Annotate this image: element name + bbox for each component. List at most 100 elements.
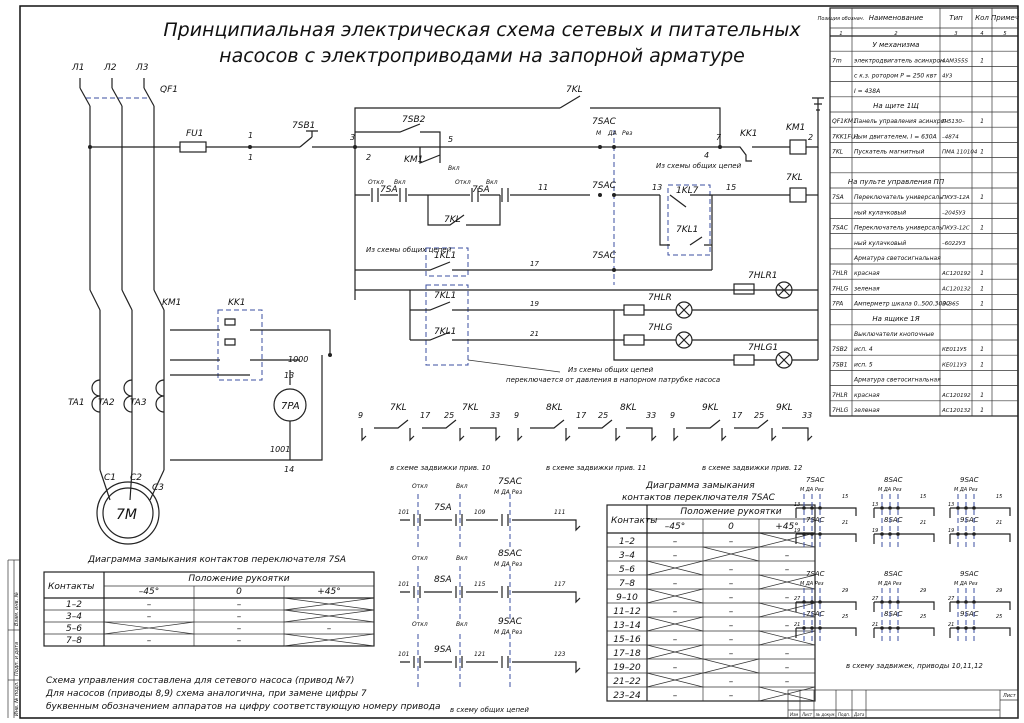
title-line-2: насосов с электроприводами на запорной а… <box>219 45 745 67</box>
ct-ta3-label: TA3 <box>130 398 147 408</box>
sa-row-3-contacts: 7–8 <box>66 636 82 646</box>
sw8-mdarez: М ДА Рез <box>494 561 522 568</box>
note-line-3: буквенным обозначением аппаратов на цифр… <box>46 702 441 712</box>
sac-row-7-cell-0: – <box>673 635 678 645</box>
spec-row-5-qty: 1 <box>980 118 984 125</box>
spec-row-21-qty: 1 <box>980 361 984 368</box>
fuse-fu1 <box>179 141 207 153</box>
spec-row-11-type: –2045У3 <box>942 210 966 216</box>
sw8-n2: 115 <box>474 581 486 588</box>
lamp-7hlg1 <box>775 351 793 369</box>
valve-g1-n9: 9 <box>358 411 363 420</box>
spec-row-10-name: Переключатель универсаль <box>854 194 943 201</box>
node-1b: 1 <box>248 153 253 162</box>
sw7-n1: 101 <box>398 509 409 516</box>
sac-rez-label: Рез <box>622 130 633 137</box>
button-7sb1-label: 7SB1 <box>292 121 315 131</box>
mini-0-2-mdarez: М ДА Рез <box>954 487 978 493</box>
contact-7kl-top-label: 7KL <box>566 85 583 95</box>
spec-row-5-type: П 5130– <box>942 119 965 125</box>
spec-row-17-qty: 1 <box>980 301 984 308</box>
node-17: 17 <box>530 260 539 268</box>
spec-row-24-type: АС120132 <box>941 408 971 414</box>
node-1000: 1000 <box>288 355 308 364</box>
spec-row-21-type: КЕ011У3 <box>942 362 967 368</box>
mini-0-0-n1: 15 <box>842 494 848 500</box>
mini-1-0-n0: 27 <box>794 596 801 602</box>
spec-row-2-type: 4У3 <box>942 74 953 80</box>
sw7-n3: 111 <box>554 509 565 516</box>
spec-row-12-type: ПКУ3-12С <box>942 226 970 232</box>
sac-da-label: ДА <box>607 130 617 137</box>
side-label-sign: Подп. и дата <box>14 642 20 676</box>
spec-row-16-pos: 7HLG <box>832 285 849 292</box>
node-13-ctrl: 13 <box>652 183 662 192</box>
vkl-label-top: Вкл <box>448 165 460 172</box>
sac-row-1-cell-2: – <box>785 551 790 561</box>
sw9-n2: 121 <box>474 651 485 658</box>
stamp-sign: Подп. <box>838 712 850 717</box>
sac-col-contacts: Контакты <box>611 516 657 526</box>
valve-g3-n9: 9 <box>670 411 675 420</box>
mini-1-1-mdarez: М ДА Рез <box>878 581 902 587</box>
sa-row-2-contacts: 5–6 <box>66 624 82 634</box>
coil-km1 <box>789 139 807 155</box>
lamp-7hlr-label: 7HLR <box>648 293 672 303</box>
aux-km1-label: KM1 <box>404 155 423 165</box>
sac-row-6-cell-1: – <box>729 621 734 631</box>
ct-ta2-label: TA2 <box>98 398 115 408</box>
sac-row-5-contacts: 11–12 <box>613 607 641 617</box>
motor-c2-label: C2 <box>130 473 142 483</box>
mini-1-0-label-2: 7SAC <box>806 610 825 618</box>
otkl-label-2: Откл <box>455 179 471 186</box>
spec-row-12-pos: 7SAC <box>832 225 849 232</box>
mini-0-1-label: 8SAC <box>884 476 903 484</box>
control-circuit: FU1 1 1 7SB1 3 7KL 7SB2 2 5 KM1 Вкл 7 4 … <box>90 85 824 384</box>
spec-num-3: 4 <box>980 31 983 37</box>
node-2-right: 2 <box>808 133 813 142</box>
contactor-km1-label: KM1 <box>162 298 181 308</box>
sa-row-3-cell-1: – <box>237 636 242 646</box>
valve-g2-n9: 9 <box>514 411 519 420</box>
contact-1kl1-label: 1KL1 <box>434 251 456 261</box>
sac-row-9-cell-2: – <box>785 663 790 673</box>
spec-row-13-name: ный кулачковый <box>854 240 906 247</box>
breaker-qf1-label: QF1 <box>160 85 178 95</box>
spec-row-6-name: ным двигателем, I = 630А <box>854 133 937 140</box>
spec-row-20-pos: 7SB2 <box>832 346 848 353</box>
spec-row-7-qty: 1 <box>980 149 984 156</box>
sac-row-2-cell-0-closed <box>646 560 704 576</box>
spec-row-15-type: АС120192 <box>941 271 971 277</box>
sac-table-caption-1: Диаграмма замыкания <box>645 481 755 491</box>
sac-row-10-cell-2: – <box>785 677 790 687</box>
node-15: 15 <box>726 183 736 192</box>
mini-1-2-n1: 29 <box>996 588 1002 594</box>
mini-1-0-n2: 21 <box>794 622 800 628</box>
note-bottom-2: переключается от давления в напорном пат… <box>506 376 720 384</box>
spec-row-3-name: I = 438А <box>854 88 880 95</box>
mini-1-2-label: 9SAC <box>960 570 979 578</box>
spec-row-20-type: КЕ011У5 <box>942 347 967 353</box>
motor-7m-label: 7M <box>116 507 137 523</box>
stamp-izm: Изм <box>790 712 798 717</box>
spec-row-23-name: красная <box>854 392 880 399</box>
spec-row-6-pos: 7KK1FU1 <box>832 133 859 140</box>
spec-row-5-name: Панель управления асинхрон <box>854 118 948 125</box>
title-block: Изм Лист № докум. Подп. Дата Лист <box>787 689 1019 719</box>
spec-row-10-pos: 7SA <box>832 194 844 201</box>
spec-row-15-pos: 7HLR <box>832 270 848 277</box>
sac-row-2-cell-2: – <box>785 565 790 575</box>
mini-1-2-n0: 27 <box>948 596 955 602</box>
valve-g1-a: 7KL <box>390 403 407 413</box>
spec-row-1-type: 4AM355S <box>942 58 969 64</box>
node-3: 3 <box>350 133 355 142</box>
sac-row-6-cell-2: – <box>785 621 790 631</box>
valve-g1-b: 7KL <box>462 403 479 413</box>
sac-row-7-cell-2-closed <box>758 630 816 646</box>
lamp-7hlr1 <box>775 281 793 299</box>
spec-row-1-pos: 7m <box>832 57 842 64</box>
spec-header-0: Позиция обознач. <box>818 16 865 22</box>
sac-row-6-contacts: 13–14 <box>613 621 641 631</box>
